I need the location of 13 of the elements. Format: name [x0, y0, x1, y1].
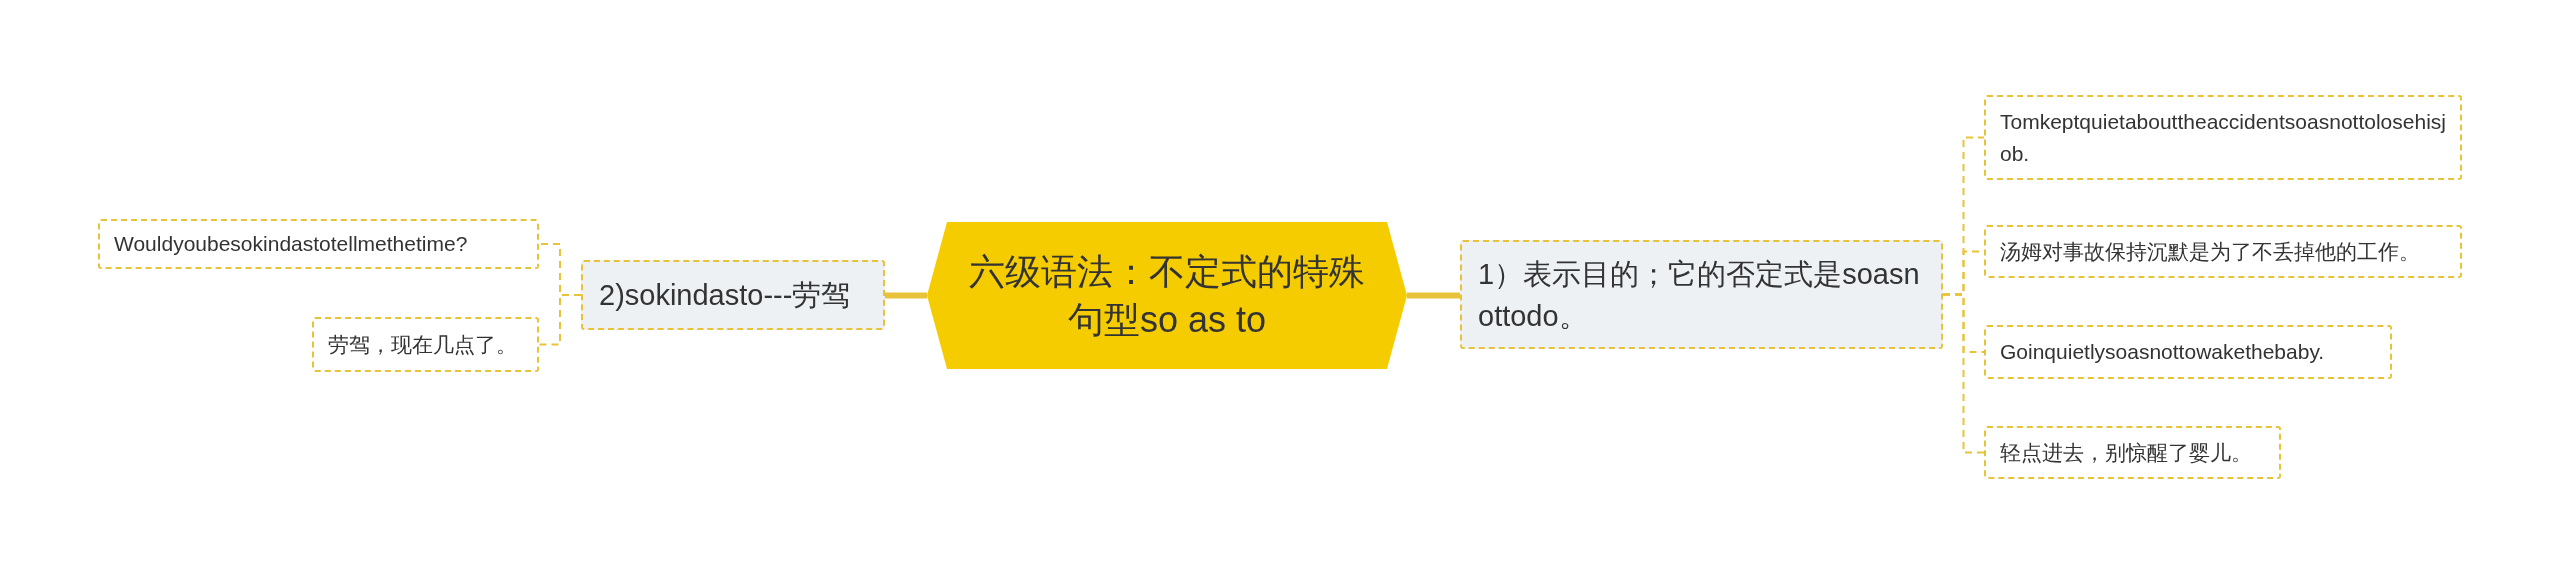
leaf-box: Goinquietlysoasnottowakethebaby.	[1984, 325, 2392, 379]
topic-hexagon: 六级语法：不定式的特殊句型so as to	[927, 222, 1407, 369]
branch-box: 2)sokindasto---劳驾	[581, 260, 885, 330]
leaf-box: Wouldyoubesokindastotellmethetime?	[98, 219, 539, 269]
connector	[1942, 293, 1985, 454]
connector	[1407, 292, 1460, 299]
leaf-box: 劳驾，现在几点了。	[312, 317, 539, 372]
branch-box: 1）表示目的；它的否定式是soasnottodo。	[1460, 240, 1943, 349]
connector	[885, 292, 927, 299]
leaf-box: 轻点进去，别惊醒了婴儿。	[1984, 426, 2281, 479]
leaf-box: 汤姆对事故保持沉默是为了不丢掉他的工作。	[1984, 225, 2462, 278]
connector	[538, 294, 582, 346]
leaf-box: Tomkeptquietabouttheaccidentsoasnottolosehisjob.	[1984, 95, 2462, 180]
